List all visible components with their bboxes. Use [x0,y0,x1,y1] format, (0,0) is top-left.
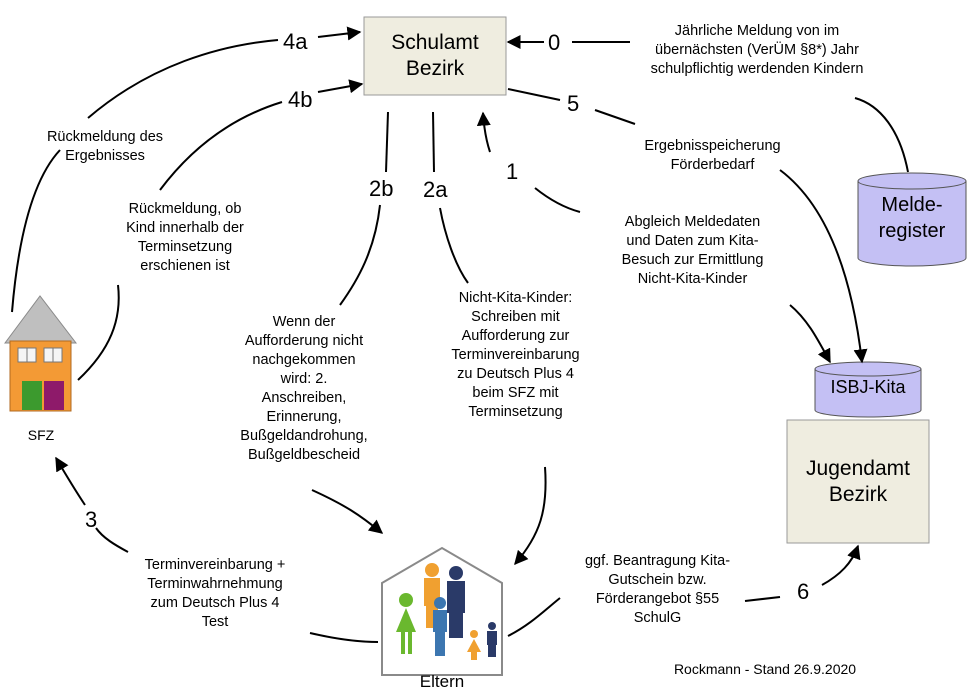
step-2b: 2b [369,176,394,201]
arrow-1-mid [534,187,581,213]
arrow-4a-head [317,26,362,41]
melderegister-cylinder[interactable] [857,172,967,267]
arrow-3-mid [95,527,129,553]
sfz-label: SFZ [27,427,55,443]
arrow-2b-head [311,489,384,534]
arrow-6-bottom [507,597,561,637]
step-3: 3 [85,507,98,532]
step-5: 5 [567,91,580,116]
label-6-kita-gutschein: ggf. Beantragung Kita- Gutschein bzw. Fö… [584,553,731,626]
connector-melderegister [854,97,909,173]
arrow-6-mid [744,596,781,602]
jugendamt-label: Jugendamt Bezirk [806,457,910,506]
label-2b-erinnerung: Wenn der Aufforderung nicht nachgekommen… [240,314,368,463]
arrow-5-head [779,169,868,364]
step-4b: 4b [288,87,313,112]
step-1: 1 [506,159,519,184]
arrow-4b [77,284,120,381]
jugendamt-box[interactable] [786,419,930,544]
arrow-2b-top [385,111,389,173]
label-2a-nicht-kita: Nicht-Kita-Kinder: Schreiben mit Aufford… [451,290,580,420]
arrow-2a-mid [439,207,469,284]
label-5-ergebnis: Ergebnisspeicherung Förderbedarf [644,138,781,173]
schulamt-box[interactable] [363,16,507,96]
schulamt-label: Schulamt Bezirk [391,31,479,80]
arrow-3-bottom [309,632,379,643]
arrow-6-head [821,544,861,586]
arrow-2b-mid [339,204,381,306]
arrow-2a-head [514,466,547,566]
label-1-abgleich: Abgleich Meldedaten und Daten zum Kita- … [621,214,764,287]
label-4b-rueckmeldung: Rückmeldung, ob Kind innerhalb der Termi… [126,201,244,274]
step-6: 6 [797,579,810,604]
isbj-kita-label: ISBJ-Kita [830,377,906,397]
isbj-kita-cylinder[interactable] [814,361,922,418]
footer-credit: Rockmann - Stand 26.9.2020 [673,661,857,677]
arrow-5-mid [594,109,636,125]
step-0: 0 [548,30,561,55]
step-4a: 4a [283,29,308,54]
label-0-meldung: Jährliche Meldung von im übernächsten (V… [650,23,864,77]
eltern-label: Eltern [419,672,465,691]
arrow-4a [11,149,61,313]
arrow-3-head [55,456,86,506]
arrow-4a-mid [87,39,279,119]
arrow-4b-mid [159,101,283,191]
eltern-family-icon[interactable] [381,546,503,676]
sfz-house-icon[interactable] [4,295,78,412]
arrow-5-top [507,88,561,101]
step-2a: 2a [423,177,448,202]
arrow-1-to-isbj [789,304,831,364]
arrow-2a-top [432,111,435,173]
arrow-4b-head [317,79,364,94]
arrow-1-head [476,111,491,153]
melderegister-label: Melde- register [878,194,946,242]
label-3-termin: Terminvereinbarung + Terminwahrnehmung z… [144,557,286,630]
label-4a-rueckmeldung: Rückmeldung des Ergebnisses [46,129,164,164]
